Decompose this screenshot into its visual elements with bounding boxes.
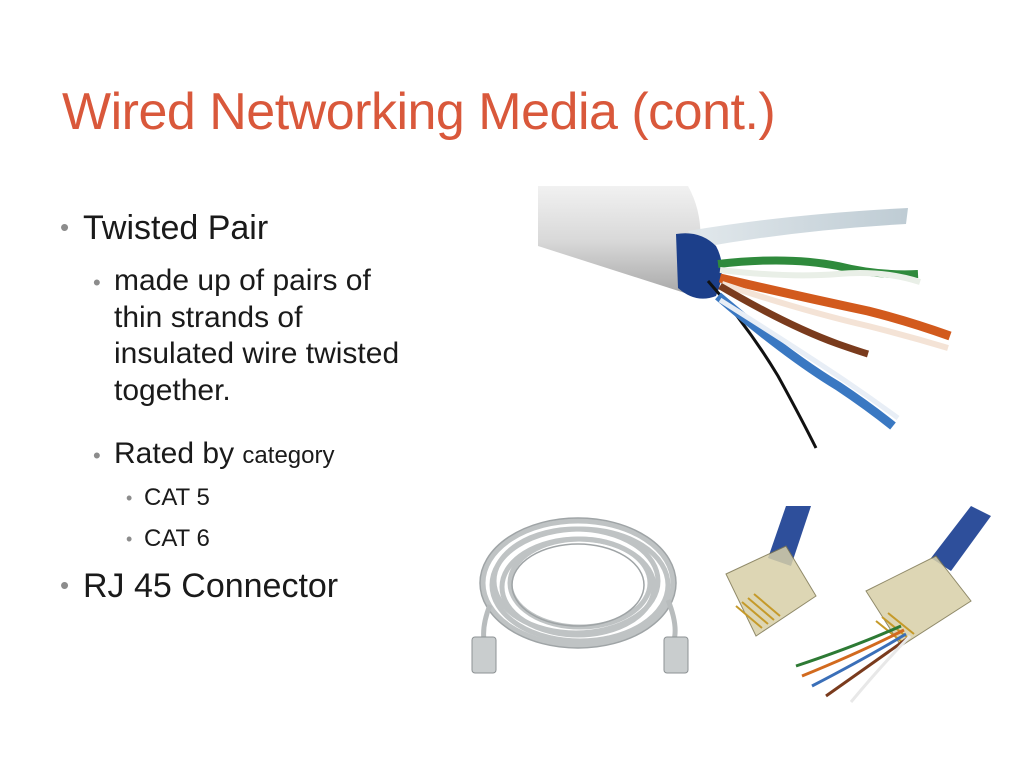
- coiled-cable-image: [471, 517, 689, 674]
- bullet-rated-by-text: Rated by: [114, 437, 235, 470]
- bullet-rated-by: Rated by category: [114, 436, 334, 473]
- bullet-dot: •: [60, 212, 70, 242]
- bullet-dot: •: [93, 270, 101, 295]
- bullet-rj45: RJ 45 Connector: [83, 567, 339, 605]
- bullet-line: insulated wire twisted: [114, 337, 400, 371]
- bullet-line: together.: [114, 373, 231, 407]
- bullet-dot: •: [93, 443, 101, 468]
- bullet-made-up-of-pairs: made up of pairs of thin strands of insu…: [114, 263, 399, 409]
- bullet-twisted-pair: Twisted Pair: [83, 209, 269, 247]
- bullet-line: made up of pairs of: [114, 264, 371, 297]
- bullet-dot: •: [126, 529, 133, 549]
- bullet-dot: •: [126, 488, 133, 508]
- slide-title: Wired Networking Media (cont.): [62, 83, 776, 141]
- bullet-rated-by-category: category: [242, 442, 335, 469]
- bullet-line: thin strands of: [114, 300, 303, 334]
- bullet-cat5: CAT 5: [144, 484, 210, 511]
- rj45-connectors-image: [725, 506, 991, 703]
- stripped-cable-image: [538, 186, 952, 449]
- bullet-dot: •: [60, 570, 70, 600]
- bullet-cat6: CAT 6: [144, 525, 210, 552]
